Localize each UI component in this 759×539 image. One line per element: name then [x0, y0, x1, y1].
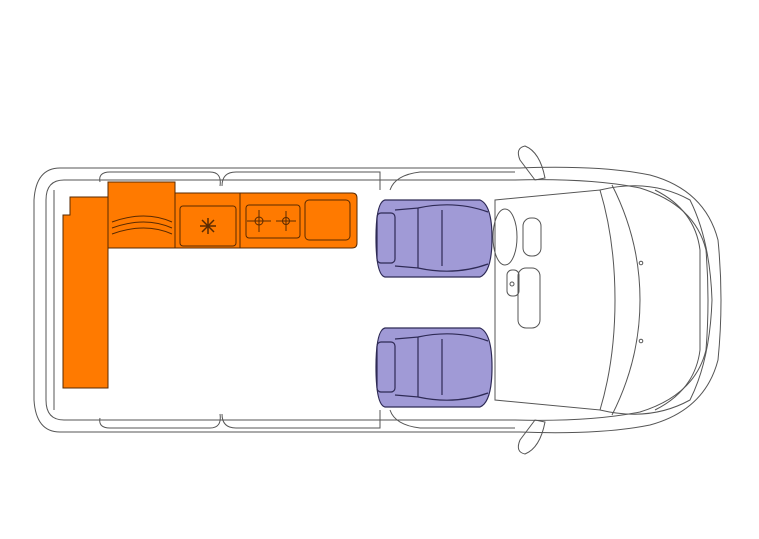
rear-cabinet — [62, 196, 109, 389]
stove — [245, 204, 301, 239]
seat-passenger[interactable] — [375, 327, 493, 408]
mirror-top — [517, 145, 546, 181]
mirror-bottom — [517, 419, 546, 455]
snowflake-icon — [200, 218, 216, 234]
worktop-extension — [107, 181, 176, 249]
seat-driver[interactable] — [375, 199, 493, 278]
fridge — [179, 205, 237, 247]
kitchen-unit[interactable] — [62, 181, 358, 389]
sink-icon — [304, 199, 351, 241]
van-body — [33, 145, 722, 455]
gas-burner-icon — [247, 210, 296, 232]
